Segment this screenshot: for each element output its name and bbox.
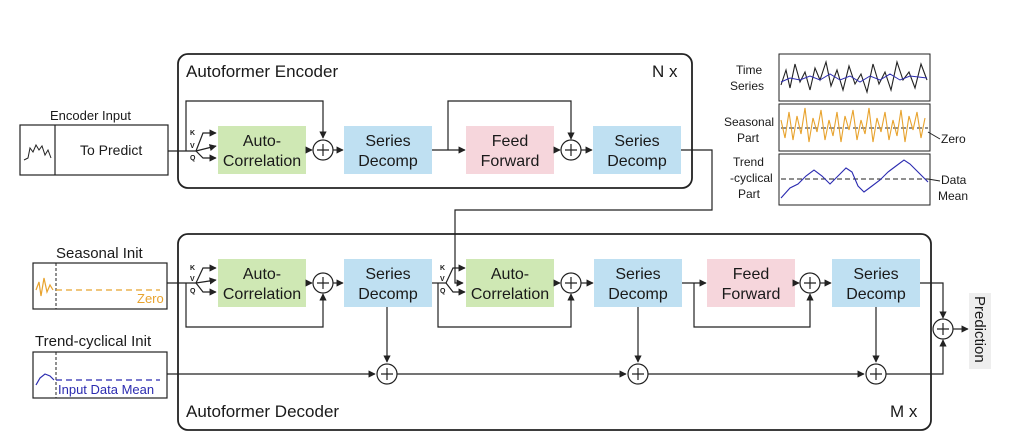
svg-text:K: K — [190, 130, 195, 137]
decoder-add-1 — [312, 272, 334, 294]
trend-add-3 — [865, 363, 887, 385]
decoder-autocorrelation-block-2 — [466, 259, 554, 307]
encoder-add-2 — [560, 139, 582, 161]
trend-add-1 — [376, 363, 398, 385]
decoder-title: Autoformer Decoder — [186, 402, 339, 421]
svg-text:Forward: Forward — [722, 286, 781, 303]
svg-text:Series: Series — [614, 133, 659, 150]
svg-text:Trend: Trend — [733, 155, 764, 169]
svg-text:Auto-: Auto- — [491, 266, 529, 283]
svg-text:Time: Time — [736, 63, 763, 77]
trend-init-sparkline — [35, 373, 55, 386]
svg-text:Series: Series — [365, 133, 410, 150]
decoder-add-2 — [560, 272, 582, 294]
svg-text:Feed: Feed — [733, 266, 769, 283]
svg-text:Seasonal: Seasonal — [724, 115, 774, 129]
encoder-frame — [177, 53, 693, 189]
prediction-output — [969, 293, 991, 369]
encoder-input-box — [19, 124, 169, 176]
trend-add-2 — [627, 363, 649, 385]
decoder-series-decomp-3 — [832, 259, 920, 307]
decoder-series-decomp-1 — [344, 259, 432, 307]
svg-text:Decomp: Decomp — [846, 286, 906, 303]
svg-text:Auto-: Auto- — [243, 133, 281, 150]
svg-text:V: V — [190, 276, 195, 283]
svg-text:Zero: Zero — [941, 132, 966, 146]
to-predict-label: To Predict — [80, 142, 142, 158]
svg-text:Decomp: Decomp — [358, 286, 418, 303]
decoder-autocorrelation-block-1 — [218, 259, 306, 307]
encoder-series-decomp-2 — [593, 126, 681, 174]
svg-text:K: K — [440, 265, 445, 272]
trend-init-label: Trend-cyclical Init — [35, 333, 152, 350]
svg-text:Data: Data — [941, 173, 967, 187]
svg-text:Correlation: Correlation — [471, 286, 549, 303]
final-add — [932, 318, 954, 340]
seasonal-init-label: Seasonal Init — [56, 245, 144, 262]
svg-text:K: K — [190, 265, 195, 272]
svg-text:Forward: Forward — [481, 153, 540, 170]
trend-init-box — [32, 351, 168, 399]
svg-text:Part: Part — [737, 131, 760, 145]
svg-text:Series: Series — [365, 266, 410, 283]
svg-text:Q: Q — [440, 288, 446, 295]
svg-text:Decomp: Decomp — [358, 153, 418, 170]
encoder-input-label: Encoder Input — [50, 108, 131, 123]
decoder-kvq-1: K V Q — [190, 264, 217, 296]
encoder-kvq: K V Q — [190, 129, 217, 162]
decoder-series-decomp-2 — [594, 259, 682, 307]
svg-text:V: V — [440, 276, 445, 283]
svg-text:Q: Q — [190, 155, 196, 162]
encoder-to-decoder-wire — [454, 149, 713, 287]
svg-text:Mean: Mean — [938, 189, 968, 203]
zero-init-label: Zero — [137, 291, 164, 306]
decoder-feed-forward-block — [707, 259, 795, 307]
encoder-repeat: N x — [652, 62, 678, 81]
encoder-add-1 — [312, 139, 334, 161]
decoder-add-3 — [799, 272, 821, 294]
svg-text:Part: Part — [738, 187, 761, 201]
legend: Time Series Seasonal Part Zero Trend -cy… — [724, 53, 968, 206]
decoder-repeat: M x — [890, 402, 918, 421]
legend-seasonal-line — [780, 107, 926, 143]
encoder-autocorrelation-block — [218, 126, 306, 174]
encoder-series-decomp-1 — [344, 126, 432, 174]
svg-text:Correlation: Correlation — [223, 153, 301, 170]
svg-text:Decomp: Decomp — [607, 153, 667, 170]
legend-trend-line — [780, 159, 929, 199]
encoder-input-sparkline — [23, 143, 52, 161]
svg-text:Series: Series — [853, 266, 898, 283]
seasonal-init-sparkline — [35, 277, 54, 297]
svg-text:V: V — [190, 143, 195, 150]
prediction-label: Prediction — [971, 296, 988, 363]
svg-text:Series: Series — [730, 79, 764, 93]
input-data-mean-label: Input Data Mean — [58, 382, 154, 397]
svg-text:Decomp: Decomp — [608, 286, 668, 303]
seasonal-init-box — [32, 262, 168, 310]
svg-text:Q: Q — [190, 288, 196, 295]
encoder-feed-forward-block — [466, 126, 554, 174]
decoder-kvq-2: K V Q — [440, 264, 466, 296]
svg-text:Auto-: Auto- — [243, 266, 281, 283]
svg-text:-cyclical: -cyclical — [730, 171, 773, 185]
legend-time-series-line — [780, 59, 928, 95]
svg-text:Correlation: Correlation — [223, 286, 301, 303]
svg-text:Feed: Feed — [492, 133, 528, 150]
decoder-frame — [177, 233, 932, 431]
svg-text:Series: Series — [615, 266, 660, 283]
encoder-title: Autoformer Encoder — [186, 62, 338, 81]
